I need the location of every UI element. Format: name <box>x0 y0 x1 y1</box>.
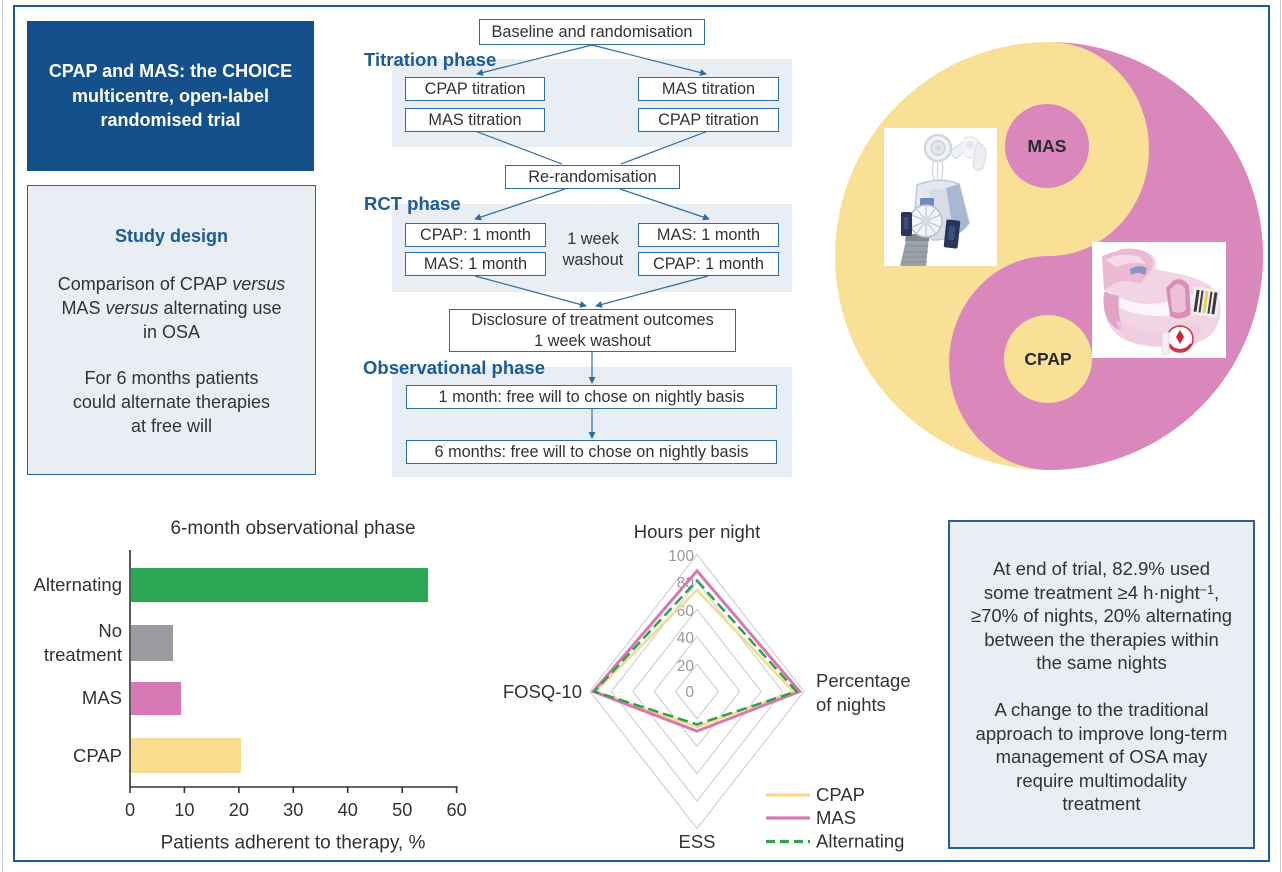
svg-text:0: 0 <box>125 800 135 820</box>
svg-text:50: 50 <box>392 800 412 820</box>
svg-text:20: 20 <box>677 658 695 675</box>
svg-text:CPAP: CPAP <box>73 745 122 766</box>
svg-text:of nights: of nights <box>816 694 886 715</box>
svg-text:10: 10 <box>174 800 194 820</box>
svg-text:Alternating: Alternating <box>816 831 904 852</box>
svg-text:MAS: MAS <box>1028 136 1067 156</box>
svg-text:MAS: MAS <box>816 807 856 828</box>
svg-text:60: 60 <box>446 800 466 820</box>
svg-text:No: No <box>98 620 122 641</box>
svg-text:ESS: ESS <box>678 831 715 852</box>
svg-text:6-month observational phase: 6-month observational phase <box>170 518 415 539</box>
svg-text:60: 60 <box>677 603 695 620</box>
svg-text:Percentage: Percentage <box>816 670 911 691</box>
svg-text:treatment: treatment <box>44 644 122 665</box>
svg-text:40: 40 <box>677 630 695 647</box>
svg-text:MAS: MAS <box>82 687 122 708</box>
svg-text:Patients adherent to therapy,: Patients adherent to therapy, % <box>161 833 426 854</box>
svg-text:40: 40 <box>338 800 358 820</box>
svg-text:0: 0 <box>685 684 694 701</box>
svg-text:FOSQ-10: FOSQ-10 <box>503 681 582 702</box>
svg-text:Alternating: Alternating <box>34 574 122 595</box>
svg-text:CPAP: CPAP <box>816 784 865 805</box>
svg-text:20: 20 <box>229 800 249 820</box>
svg-text:CPAP: CPAP <box>1024 349 1072 369</box>
svg-text:Hours per night: Hours per night <box>634 521 760 542</box>
svg-text:100: 100 <box>668 548 694 565</box>
svg-text:30: 30 <box>283 800 303 820</box>
